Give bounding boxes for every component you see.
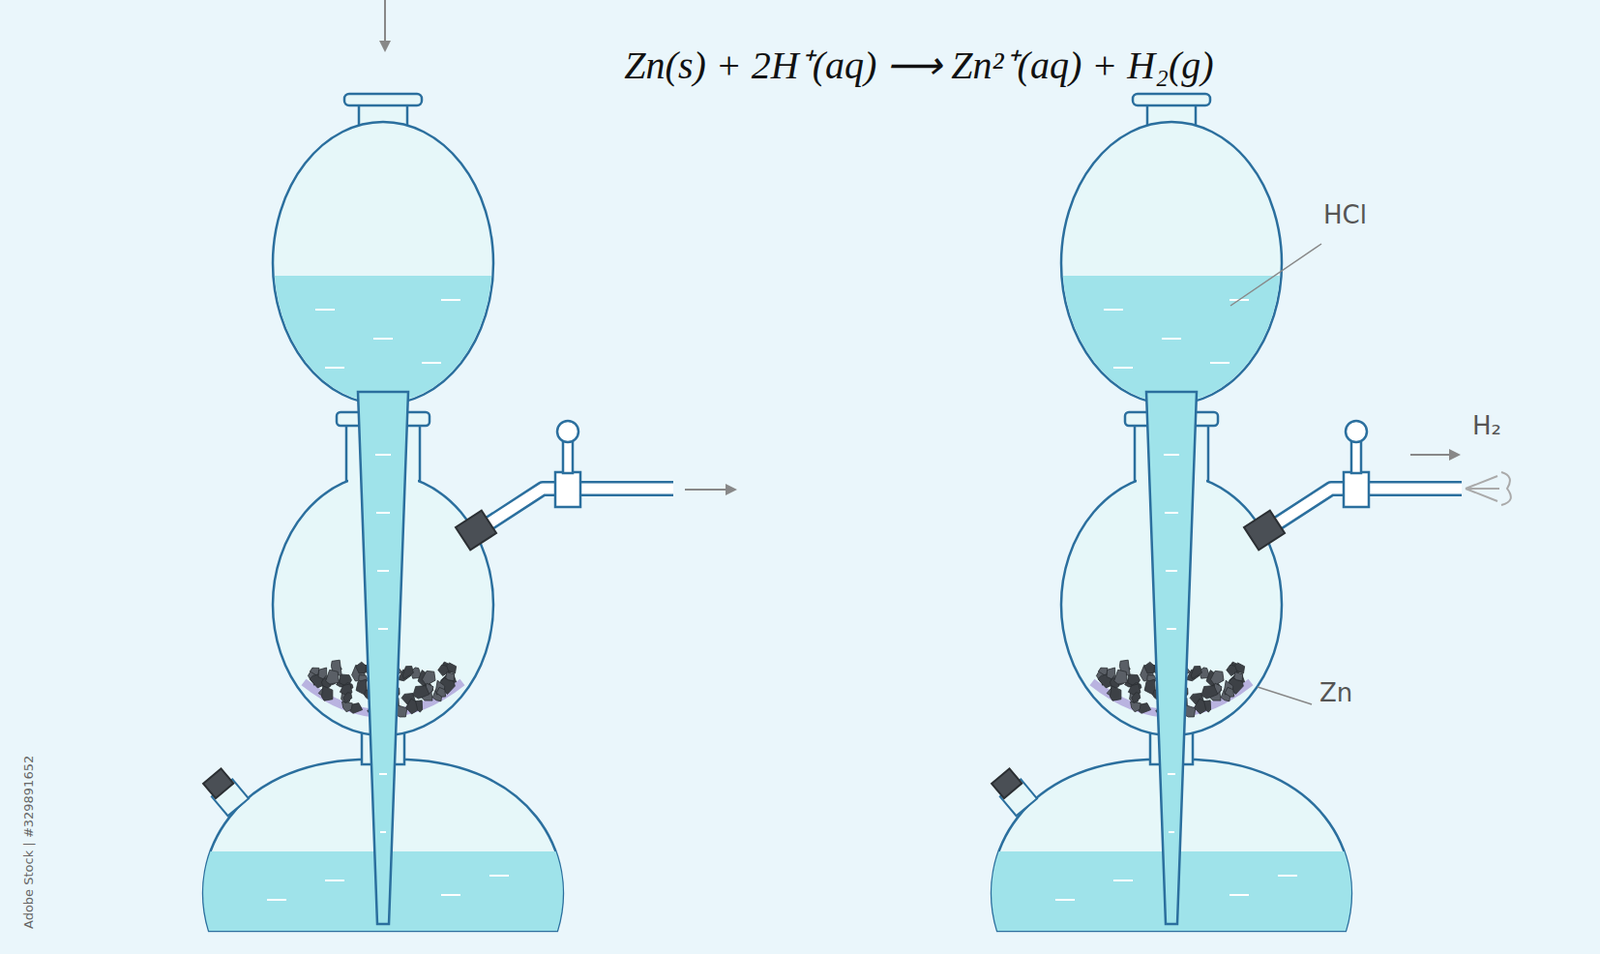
leader-line: [1230, 243, 1322, 306]
part-label: Zn: [1319, 678, 1353, 708]
outlet-arrow: [684, 488, 728, 491]
gas-arrow: [1410, 453, 1452, 456]
kipp-apparatus-left: [202, 93, 674, 931]
inlet-arrow: [384, 0, 386, 43]
watermark: Adobe Stock | #329891652: [21, 755, 36, 929]
leader-line: [1257, 686, 1312, 705]
gas-label: H₂: [1472, 411, 1502, 441]
reaction-equation: Zn(s) + 2H⁺(aq) ⟶ Zn²⁺(aq) + H₂(g): [623, 36, 1214, 90]
part-label: HCl: [1323, 200, 1367, 230]
gas-puff: [1465, 472, 1512, 505]
kipp-apparatus-right: [990, 93, 1462, 931]
